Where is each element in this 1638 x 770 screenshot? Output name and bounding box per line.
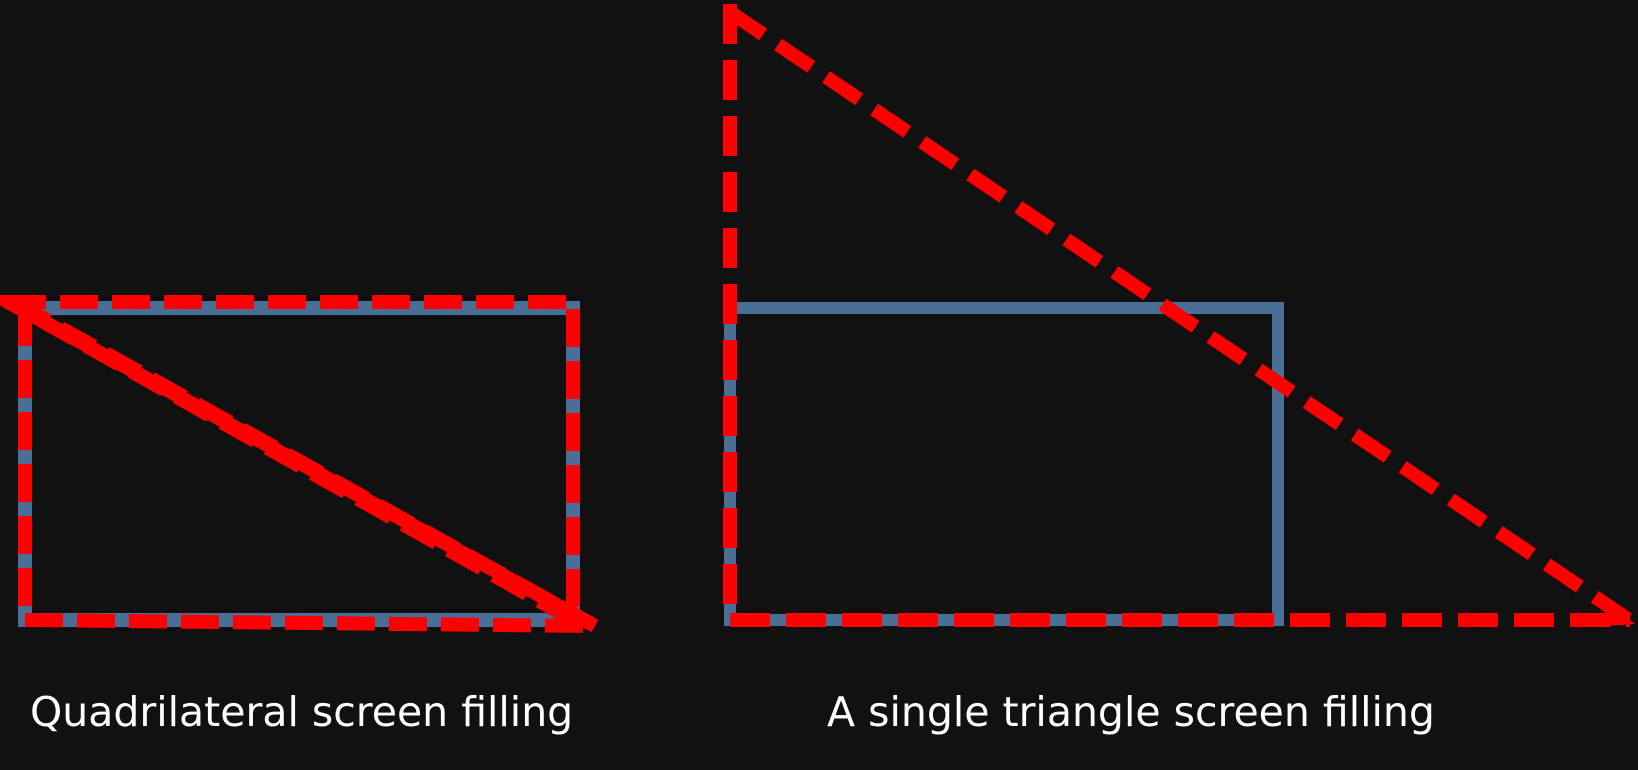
- caption-quadrilateral: Quadrilateral screen filling: [30, 688, 574, 736]
- single-triangle-panel: [723, 4, 1636, 628]
- triangle-corner-tip: [1605, 600, 1635, 626]
- caption-single-triangle: A single triangle screen filling: [827, 688, 1435, 736]
- triangle-shared-diagonal: [4, 295, 599, 633]
- oversized-triangle-hypotenuse: [726, 6, 1636, 628]
- screen-rectangle-right: [724, 302, 1284, 626]
- oversized-triangle-legs: [723, 4, 1630, 627]
- quadrilateral-panel: [0, 295, 599, 633]
